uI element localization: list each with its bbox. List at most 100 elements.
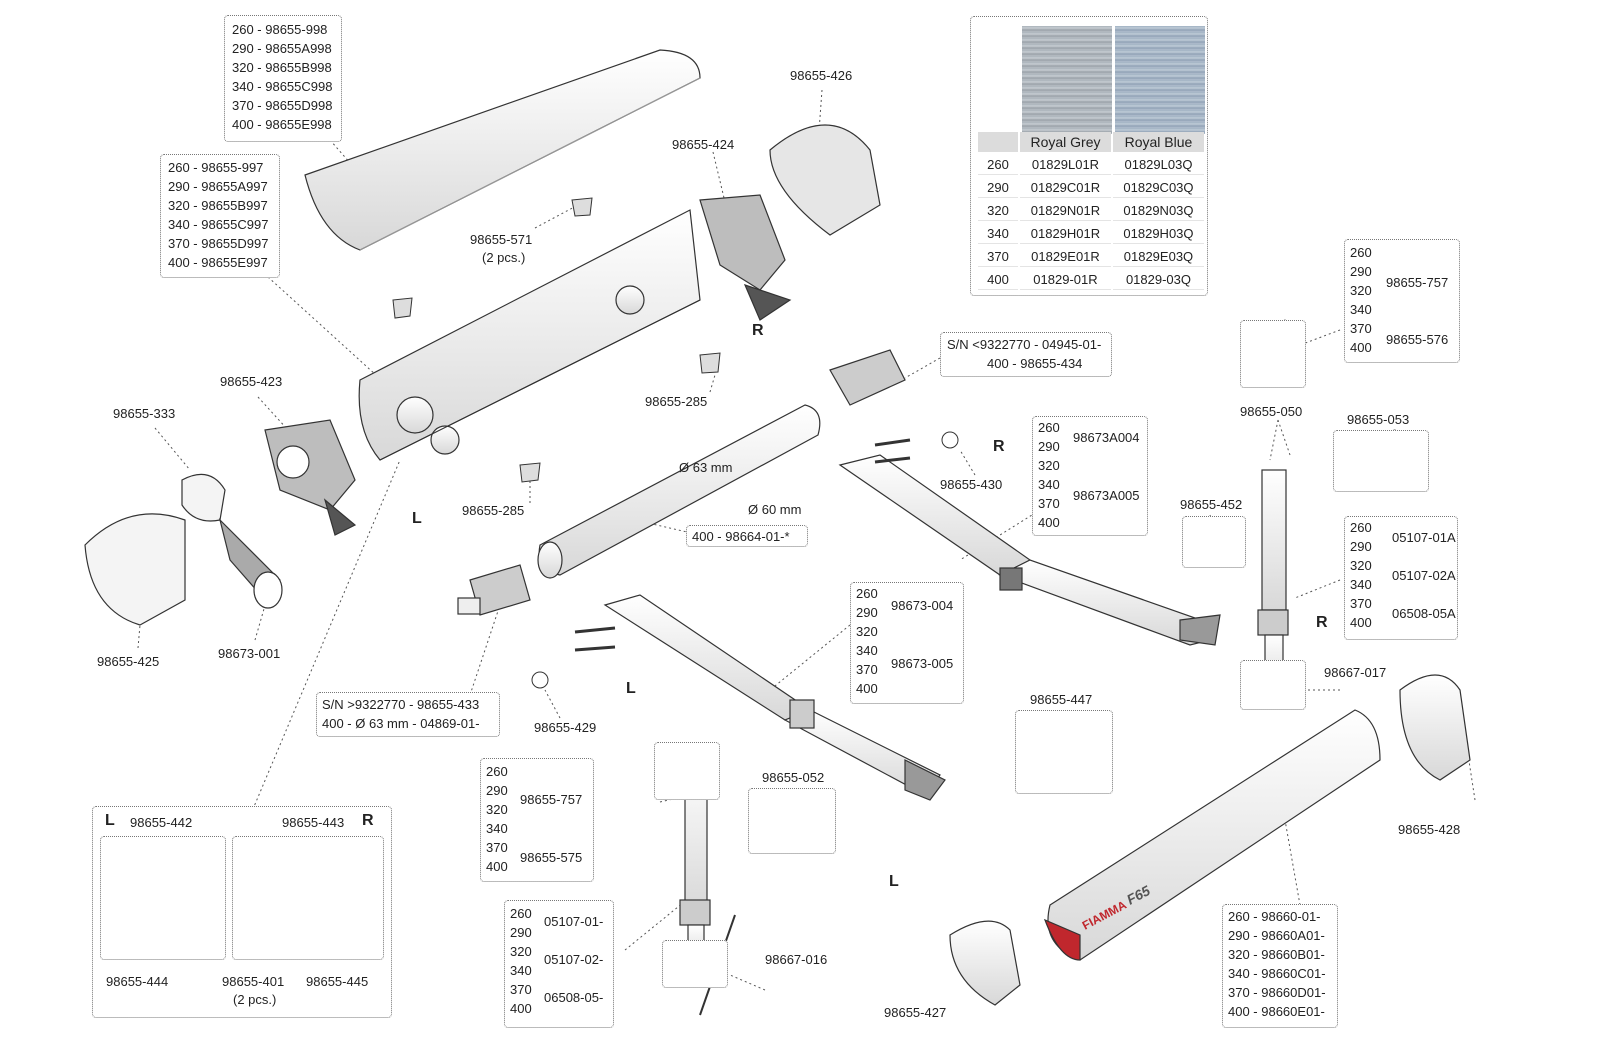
code-line: 260 - 98655-998 (232, 22, 328, 37)
leg-support-right-box (1344, 239, 1460, 363)
part-label-016: 98667-016 (765, 952, 828, 967)
size: 340 (1038, 477, 1060, 492)
size: 320 (510, 944, 532, 959)
code-cell: 01829L03Q (1112, 154, 1204, 175)
size-cell: 320 (978, 200, 1018, 221)
size: 260 (856, 586, 878, 601)
foot-right-part-box (1240, 660, 1306, 710)
part-label-571: 98655-571 (470, 232, 533, 247)
diameter-63-label: Ø 63 mm (679, 460, 733, 475)
part-label-050: 98655-050 (1240, 404, 1303, 419)
code-cell: 01829H03Q (1112, 223, 1204, 244)
case-codes-box (160, 154, 280, 278)
sn-line: 400 - 98655-434 (987, 356, 1083, 371)
size: 260 (1038, 420, 1060, 435)
royal-grey-swatch (1022, 26, 1112, 134)
top-cover-codes-box (224, 15, 342, 142)
code-line: 290 - 98655A997 (168, 179, 268, 194)
leg-support-left-code-2: 98655-575 (520, 850, 583, 865)
leg-support-left-code-1: 98655-757 (520, 792, 583, 807)
code-line: 340 - 98655C997 (168, 217, 269, 232)
code-cell: 01829C03Q (1112, 177, 1204, 198)
roller-tube-drawing (537, 404, 821, 579)
arm-right-sizes: 260 290 320 340 370 400 (1038, 418, 1060, 532)
code-line: 400 - 98655E997 (168, 255, 268, 270)
leg-support-right-sizes-1: 260 290 320 340 370 400 (1350, 243, 1372, 357)
size: 400 (856, 681, 878, 696)
part-label-442: 98655-442 (130, 815, 193, 830)
arm-right-codes-box (1032, 416, 1148, 536)
part-label-401: 98655-401 (222, 974, 285, 989)
sn-left: S/N >9322770 - 98655-433 400 - Ø 63 mm -… (322, 695, 480, 733)
sn-line: S/N >9322770 - 98655-433 (322, 697, 480, 712)
leg-left-codes-box (504, 900, 614, 1028)
sn-right-box (940, 332, 1112, 377)
size: 260 (510, 906, 532, 921)
size: 320 (1038, 458, 1060, 473)
fabric-header-blue: Royal Blue (1112, 132, 1204, 152)
code-cell: 01829N01R (1020, 200, 1111, 221)
part-label-447: 98655-447 (1030, 692, 1093, 707)
code-line: 290 - 98655A998 (232, 41, 332, 56)
code-cell: 01829E01R (1020, 246, 1111, 267)
code-line: 340 - 98660C01- (1228, 966, 1326, 981)
part-label-452: 98655-452 (1180, 497, 1243, 512)
leg-support-left-sizes: 260 290 320 340 370 400 (486, 762, 508, 876)
part-label-444: 98655-444 (106, 974, 169, 989)
tube-code-box (686, 525, 808, 547)
arm-left-codes-box (850, 582, 964, 704)
leg-right-code-1: 05107-01A (1392, 530, 1456, 545)
side-marker-r: R (752, 322, 764, 339)
code-line: 370 - 98655D997 (168, 236, 269, 251)
code-line: 290 - 98660A01- (1228, 928, 1325, 943)
fabric-header-grey: Royal Grey (1020, 132, 1111, 152)
code-cell: 01829-03Q (1112, 269, 1204, 290)
sn-left-box (316, 692, 500, 737)
size: 320 (486, 802, 508, 817)
side-marker-r: R (993, 438, 1005, 455)
size: 290 (1350, 264, 1372, 279)
size: 320 (1350, 558, 1372, 573)
right-arm-drawing (838, 438, 1221, 646)
bracket-kit-right-box (232, 836, 384, 960)
table-row: 320 01829N01R 01829N03Q (978, 200, 1204, 221)
size: 370 (856, 662, 878, 677)
arm-right-code-1: 98673A004 (1073, 430, 1140, 445)
size: 290 (510, 925, 532, 940)
leg-left-sizes: 260 290 320 340 370 400 (510, 904, 532, 1018)
sn-right: S/N <9322770 - 04945-01- 400 - 98655-434 (947, 335, 1101, 373)
size: 400 (486, 859, 508, 874)
part-label-424: 98655-424 (672, 137, 735, 152)
leg-left-code-1: 05107-01- (544, 914, 604, 929)
code-cell: 01829H01R (1020, 223, 1111, 244)
leg-right-code-2: 05107-02A (1392, 568, 1456, 583)
size: 340 (1350, 577, 1372, 592)
side-marker-r: R (1316, 614, 1328, 631)
table-row: 290 01829C01R 01829C03Q (978, 177, 1204, 198)
part-label-430: 98655-430 (940, 477, 1003, 492)
leg-support-right-code-1: 98655-757 (1386, 275, 1449, 290)
code-line: 320 - 98660B01- (1228, 947, 1325, 962)
left-arm-drawing (574, 594, 946, 801)
top-cover-drawing (304, 49, 701, 251)
arm-left-sizes: 260 290 320 340 370 400 (856, 584, 878, 698)
size: 320 (856, 624, 878, 639)
part-label-333: 98655-333 (113, 406, 176, 421)
size: 290 (1350, 539, 1372, 554)
code-line: 370 - 98655D998 (232, 98, 333, 113)
size: 370 (510, 982, 532, 997)
size: 370 (486, 840, 508, 855)
table-row: 340 01829H01R 01829H03Q (978, 223, 1204, 244)
code-cell: 01829C01R (1020, 177, 1111, 198)
part-label-443: 98655-443 (282, 815, 345, 830)
size: 260 (1350, 245, 1372, 260)
diameter-60-label: Ø 60 mm (748, 502, 802, 517)
part-052-box (748, 788, 836, 854)
part-label-426: 98655-426 (790, 68, 853, 83)
part-452-box (1182, 516, 1246, 568)
size: 290 (486, 783, 508, 798)
code-cell: 01829L01R (1020, 154, 1111, 175)
leg-right-sizes: 260 290 320 340 370 400 (1350, 518, 1372, 632)
front-bar-codes: 260 - 98660-01- 290 - 98660A01- 320 - 98… (1228, 907, 1326, 1021)
